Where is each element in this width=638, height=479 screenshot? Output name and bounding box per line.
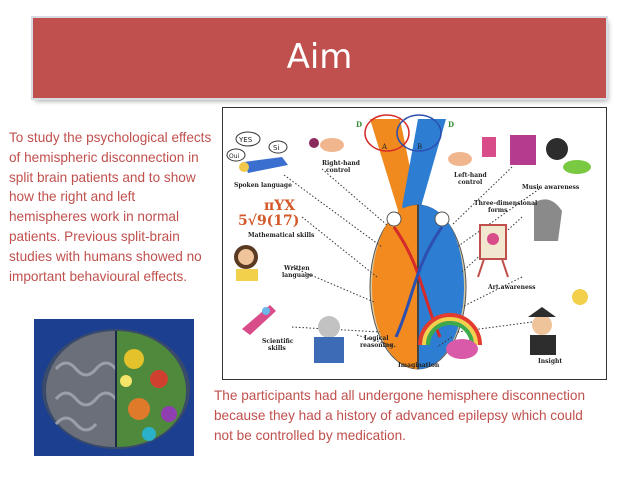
- label-d-left: D: [356, 120, 362, 129]
- label-scientific-2: skills: [268, 345, 286, 352]
- label-art-awareness: Art awareness: [487, 284, 536, 291]
- label-logical-1: Logical: [364, 335, 389, 342]
- oui-bubble: Oui: [229, 153, 240, 160]
- label-logical-2: reasoning: [360, 342, 394, 349]
- yes-bubble: YES: [238, 136, 253, 144]
- label-music-awareness: Music awareness: [522, 184, 580, 191]
- brain-hemispheres-illustration: [34, 319, 194, 456]
- label-spoken-language: Spoken language: [234, 182, 292, 189]
- label-right-hand-control-1: Right-hand: [322, 160, 361, 167]
- label-imagination: Imagination: [398, 362, 440, 369]
- label-b: B: [417, 143, 422, 151]
- label-scientific-1: Scientific: [262, 338, 294, 345]
- math-line-1: πYX: [264, 198, 295, 214]
- label-insight: Insight: [538, 358, 562, 365]
- label-math-skills: Mathematical skills: [248, 232, 315, 239]
- label-written-2: language: [282, 272, 313, 279]
- label-a: A: [381, 143, 388, 151]
- label-left-hand-control-1: Left-hand: [454, 172, 487, 179]
- title-bar: Aim: [33, 18, 606, 98]
- math-line-2: 5√9(17): [238, 213, 299, 229]
- label-d-right: D: [448, 120, 454, 129]
- participants-paragraph: The participants had all undergone hemis…: [214, 388, 586, 443]
- label-right-hand-control-2: control: [326, 167, 351, 174]
- label-left-hand-control-2: control: [458, 179, 483, 186]
- brain-function-diagram: D D A B YES Si Oui Spoken language Right…: [222, 107, 607, 380]
- si-bubble: Si: [273, 144, 279, 152]
- label-three-d-2: forms: [488, 207, 508, 214]
- label-three-d-1: Three-dimensional: [474, 200, 538, 207]
- slide-title: Aim: [286, 37, 353, 77]
- label-written-1: Written: [283, 265, 310, 272]
- aim-paragraph: To study the psychological effects of he…: [9, 130, 212, 284]
